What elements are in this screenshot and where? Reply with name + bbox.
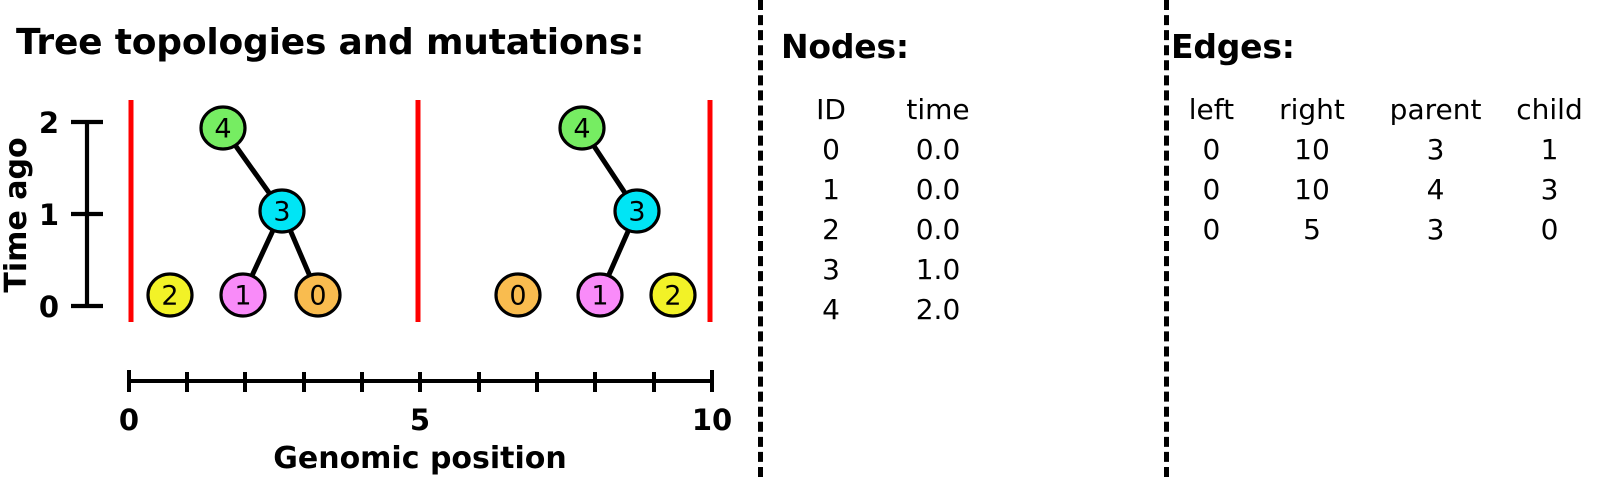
x-tick-0: 0	[119, 403, 139, 437]
left-panel-title: Tree topologies and mutations:	[16, 22, 645, 63]
table-header-row: ID time	[789, 90, 1003, 130]
nodes-cell-time: 0.0	[915, 213, 961, 246]
tree-node-label: 2	[664, 281, 681, 312]
edges-cell-child: 0	[1540, 213, 1559, 246]
x-tick-5: 5	[410, 403, 430, 437]
tree-node-1[interactable]: 1	[576, 272, 624, 318]
edges-cell-left: 0	[1202, 173, 1221, 206]
table-header-row: left right parent child	[1170, 90, 1599, 130]
table-row: 1 0.0	[789, 170, 1003, 210]
tree-node-label: 1	[591, 281, 608, 312]
tree-node-label: 4	[214, 114, 231, 145]
table-row: 0 5 3 0	[1170, 210, 1599, 250]
edges-cell-left: 0	[1202, 213, 1221, 246]
panel-divider-2	[1164, 0, 1169, 477]
tree-node-0[interactable]: 0	[494, 272, 542, 318]
y-axis-label: Time ago	[0, 137, 34, 292]
table-row: 3 1.0	[789, 250, 1003, 290]
tree-node-label: 2	[161, 281, 178, 312]
nodes-cell-time: 0.0	[915, 173, 961, 206]
tree-node-label: 4	[573, 114, 590, 145]
nodes-table: ID time 0 0.0 1 0.0 2 0.0 3 1.0 4	[789, 90, 1003, 330]
tree-node-label: 3	[273, 197, 290, 228]
nodes-cell-id: 1	[822, 173, 840, 206]
tree-left: 4 3 2 1 0	[146, 105, 342, 318]
x-axis: 0 5 10 Genomic position	[119, 370, 732, 476]
tree-node-label: 1	[234, 281, 251, 312]
table-row: 4 2.0	[789, 290, 1003, 330]
nodes-cell-id: 2	[822, 213, 840, 246]
tree-node-label: 0	[309, 281, 326, 312]
edges-panel-title: Edges:	[1171, 27, 1295, 66]
nodes-cell-time: 0.0	[915, 133, 961, 166]
tree-node-0[interactable]: 0	[294, 272, 342, 318]
tree-node-label: 3	[628, 197, 645, 228]
x-tick-10: 10	[692, 403, 732, 437]
tree-node-1[interactable]: 1	[219, 272, 267, 318]
edges-cell-parent: 3	[1426, 213, 1445, 246]
nodes-cell-time: 1.0	[915, 253, 961, 286]
edges-header-parent: parent	[1389, 93, 1482, 126]
edges-cell-right: 10	[1294, 173, 1330, 206]
edges-cell-parent: 4	[1426, 173, 1445, 206]
edges-cell-left: 0	[1202, 133, 1221, 166]
tree-node-4[interactable]: 4	[558, 105, 606, 151]
edges-cell-right: 10	[1294, 133, 1330, 166]
tree-node-label: 0	[509, 281, 526, 312]
y-tick-2: 2	[39, 106, 59, 140]
nodes-panel-title: Nodes:	[781, 27, 909, 66]
tree-node-3[interactable]: 3	[258, 188, 306, 234]
tree-sequence-plot: 2 1 0 Time ago 4 3 2	[0, 100, 732, 476]
panel-divider-1	[758, 0, 763, 477]
nodes-cell-id: 3	[822, 253, 840, 286]
tree-node-4[interactable]: 4	[199, 105, 247, 151]
x-axis-label: Genomic position	[273, 441, 567, 476]
edges-cell-child: 3	[1540, 173, 1559, 206]
edges-cell-right: 5	[1303, 213, 1321, 246]
edges-header-left: left	[1188, 93, 1235, 126]
table-row: 2 0.0	[789, 210, 1003, 250]
y-tick-0: 0	[39, 290, 59, 324]
edges-table: left right parent child 0 10 3 1 0 10 4 …	[1170, 90, 1599, 250]
y-tick-1: 1	[39, 198, 59, 232]
tree-right: 4 3 0 1 2	[494, 105, 697, 318]
table-row: 0 10 4 3	[1170, 170, 1599, 210]
edges-header-right: right	[1279, 93, 1345, 126]
nodes-cell-id: 0	[822, 133, 840, 166]
y-axis: 2 1 0 Time ago	[0, 106, 103, 324]
table-row: 0 10 3 1	[1170, 130, 1599, 170]
edges-cell-child: 1	[1540, 133, 1559, 166]
nodes-cell-id: 4	[822, 293, 840, 326]
breakpoint-lines	[128, 100, 713, 322]
edges-cell-parent: 3	[1426, 133, 1445, 166]
table-row: 0 0.0	[789, 130, 1003, 170]
tree-node-3[interactable]: 3	[613, 188, 661, 234]
tree-node-2[interactable]: 2	[146, 272, 194, 318]
nodes-cell-time: 2.0	[915, 293, 961, 326]
tree-node-2[interactable]: 2	[649, 272, 697, 318]
nodes-header-id: ID	[816, 93, 846, 126]
edges-header-child: child	[1516, 93, 1583, 126]
nodes-header-time: time	[906, 93, 970, 126]
